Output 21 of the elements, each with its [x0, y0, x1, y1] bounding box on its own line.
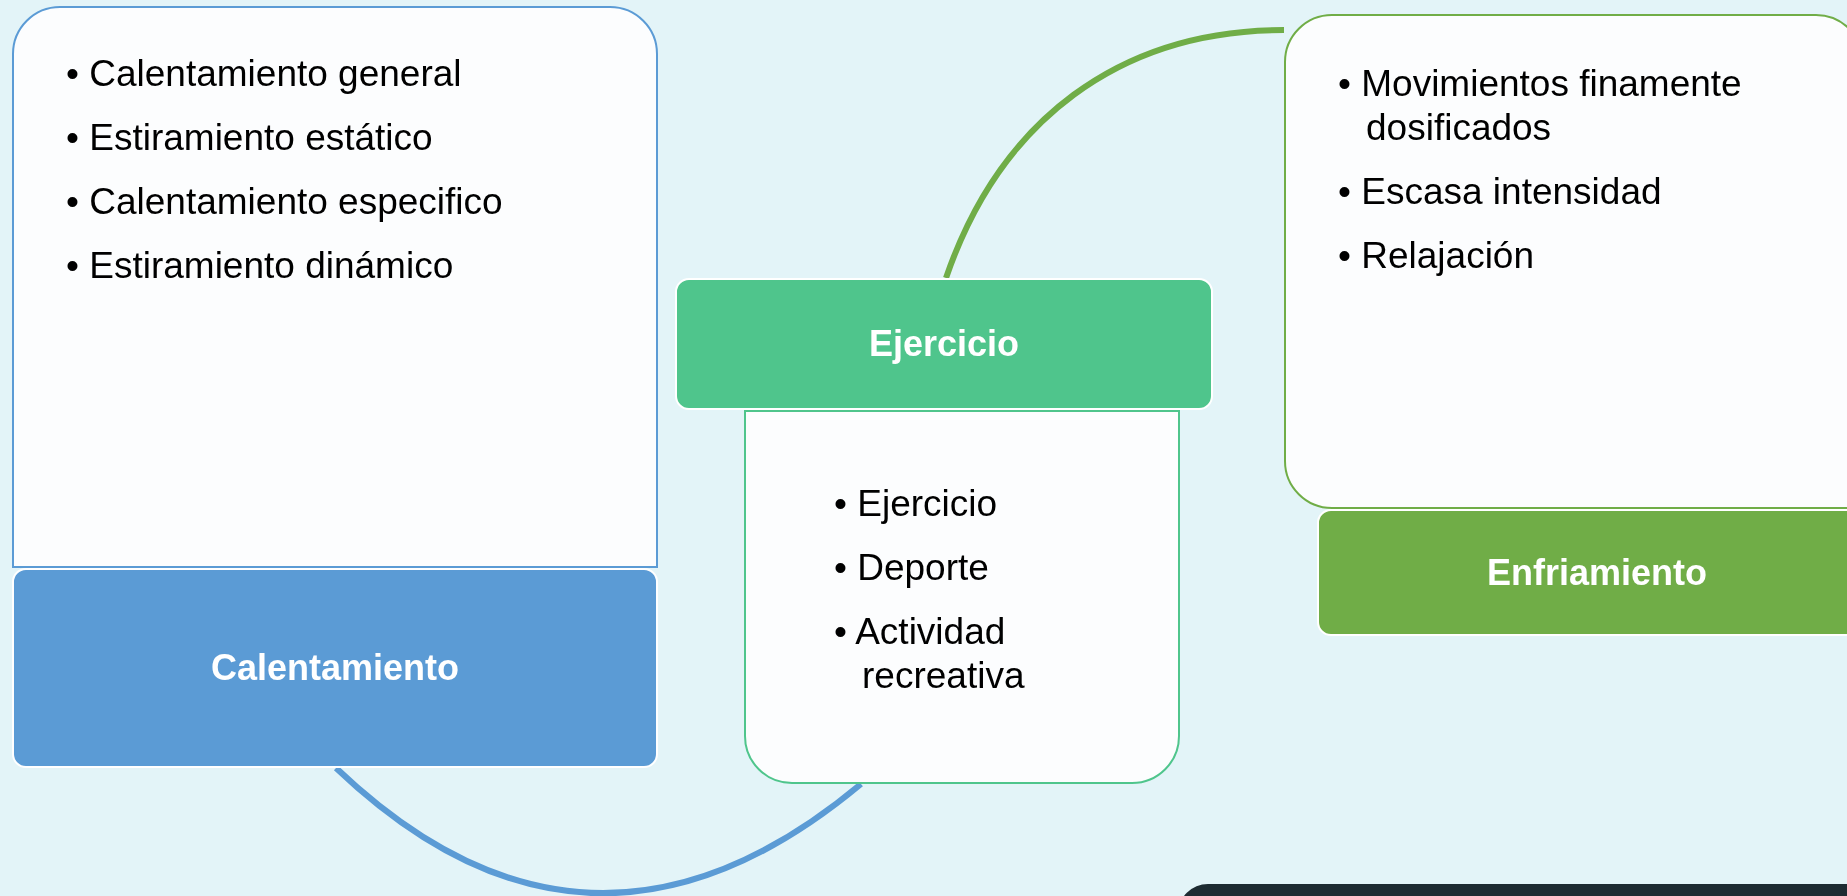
bullet-item: • Estiramiento dinámico: [66, 244, 455, 288]
stage-header: [1317, 509, 1847, 636]
bullet-item: • Deporte: [834, 546, 990, 590]
bullet-item: • Actividad recreativa: [834, 610, 1026, 698]
arc-connector: [334, 765, 863, 896]
arc-connector: [943, 27, 1285, 280]
list-card: [1284, 14, 1847, 509]
stage-header: [12, 568, 658, 768]
bullet-item: • Calentamiento especifico: [66, 180, 504, 224]
bullet-item: • Movimientos finamente dosificados: [1338, 62, 1743, 150]
header-text: Ejercicio: [868, 323, 1020, 365]
header-text: Enfriamiento: [1487, 551, 1707, 594]
list-card: [12, 6, 658, 568]
bullet-item: • Estiramiento estático: [66, 116, 434, 160]
bullet-item: • Ejercicio: [834, 482, 999, 526]
stage-header: [675, 278, 1213, 410]
bullet-item: • Escasa intensidad: [1338, 170, 1663, 214]
bullet-item: • Relajación: [1338, 234, 1535, 278]
bullet-item: • Calentamiento general: [66, 52, 463, 96]
header-text: Calentamiento: [210, 647, 459, 689]
list-card: [744, 410, 1180, 784]
